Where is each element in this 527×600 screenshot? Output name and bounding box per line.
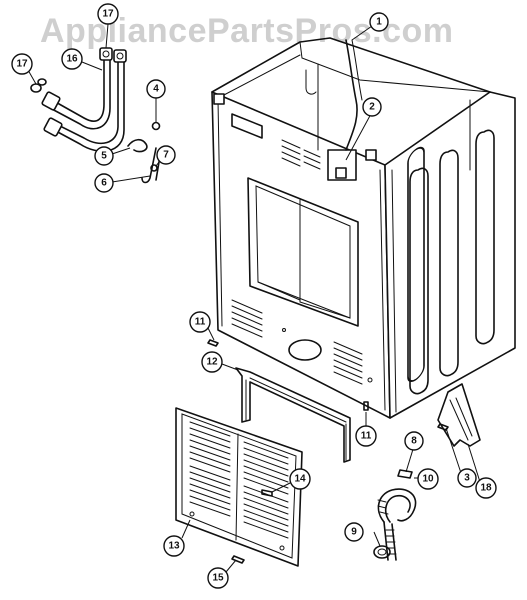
callout-part-17b[interactable]: 17 xyxy=(97,3,119,25)
callout-label-10: 10 xyxy=(422,474,434,485)
drain-hose xyxy=(377,469,417,561)
callout-part-11b[interactable]: 11 xyxy=(355,425,377,447)
callout-label-12: 12 xyxy=(206,357,218,368)
callout-label-4: 4 xyxy=(153,84,159,95)
callout-label-5: 5 xyxy=(101,151,107,162)
callout-part-13[interactable]: 13 xyxy=(163,535,185,557)
callout-part-6[interactable]: 6 xyxy=(94,173,114,193)
callout-label-13: 13 xyxy=(168,541,180,552)
callout-label-1: 1 xyxy=(376,17,382,28)
hose-clamp xyxy=(373,545,391,559)
callout-part-7[interactable]: 7 xyxy=(156,145,176,165)
callout-part-3[interactable]: 3 xyxy=(457,468,477,488)
inlet-hose-assembly xyxy=(30,47,127,152)
callout-label-16: 16 xyxy=(66,54,78,65)
front-panel xyxy=(175,407,303,567)
callout-part-18[interactable]: 18 xyxy=(475,477,497,499)
callout-part-17a[interactable]: 17 xyxy=(11,53,33,75)
callout-label-17b: 17 xyxy=(102,9,114,20)
leader-lines xyxy=(27,23,481,573)
callout-label-6: 6 xyxy=(101,178,107,189)
callout-label-18: 18 xyxy=(480,483,492,494)
callout-part-15[interactable]: 15 xyxy=(207,567,229,589)
drain-clip-parts xyxy=(127,121,162,184)
callout-part-14[interactable]: 14 xyxy=(289,468,311,490)
callout-part-12[interactable]: 12 xyxy=(201,351,223,373)
base-frame xyxy=(235,367,351,463)
callout-label-15: 15 xyxy=(212,573,224,584)
callout-part-4[interactable]: 4 xyxy=(146,79,166,99)
callout-label-3: 3 xyxy=(464,473,470,484)
callout-part-2[interactable]: 2 xyxy=(362,97,382,117)
callout-label-14: 14 xyxy=(294,474,306,485)
callout-part-5[interactable]: 5 xyxy=(94,146,114,166)
callout-part-11a[interactable]: 11 xyxy=(189,311,211,333)
callout-part-9[interactable]: 9 xyxy=(344,522,364,542)
screws xyxy=(207,339,369,411)
callout-part-16[interactable]: 16 xyxy=(61,48,83,70)
callout-part-1[interactable]: 1 xyxy=(369,12,389,32)
callout-label-11b: 11 xyxy=(361,431,372,442)
cabinet xyxy=(211,37,516,419)
callout-label-9: 9 xyxy=(351,527,357,538)
hose-bracket xyxy=(437,383,481,447)
callout-label-7: 7 xyxy=(163,150,169,161)
callout-label-11a: 11 xyxy=(195,317,206,328)
screw-3 xyxy=(437,423,449,431)
callout-label-2: 2 xyxy=(369,102,375,113)
callout-part-8[interactable]: 8 xyxy=(404,431,424,451)
callout-label-8: 8 xyxy=(411,436,417,447)
callout-part-10[interactable]: 10 xyxy=(417,468,439,490)
callout-label-17a: 17 xyxy=(16,59,28,70)
